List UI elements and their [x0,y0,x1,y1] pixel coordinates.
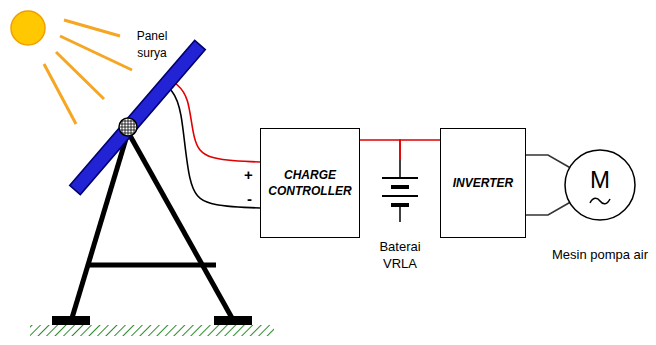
wire [175,83,260,162]
wire [526,155,570,168]
pivot-ball-outline [119,118,137,136]
battery-plate [391,185,409,189]
wire-connector [400,140,440,160]
stand-foot [214,316,252,325]
pump-motor: M Mesin pompa air [545,148,655,270]
solar-panel: Panel surya [60,24,210,199]
stand-foot [52,316,90,325]
battery-plate [399,160,401,178]
pivot-mesh [131,119,132,134]
stand-leg [128,132,232,318]
sun-disc [11,11,45,45]
charge-controller-box: CHARGE CONTROLLER [260,128,360,238]
panel-outline [60,24,210,199]
ground-hatch [30,325,274,336]
stand-crossbar [88,263,216,268]
sun-ray [64,20,120,36]
inverter-box: INVERTER [440,128,526,238]
pivot-mesh [122,133,134,134]
wire [526,203,570,216]
sun-ray [44,64,76,124]
battery-plate [399,207,401,222]
wire-connector [170,83,260,208]
ac-tilde-symbol [590,198,610,204]
panel-label: Panel surya [130,28,174,62]
pivot-mesh [120,130,135,131]
sun [11,11,132,124]
battery-label: Baterai VRLA [368,238,432,272]
pivot-mesh [134,121,135,133]
motor-label: Mesin pompa air [545,246,655,263]
battery-plate [391,203,409,207]
polarity-sign: + [244,166,253,184]
polarity-sign: - [247,190,252,208]
battery-plate [382,177,418,179]
wire [400,140,440,160]
wire [170,89,260,208]
pivot-ball [119,118,137,136]
panel-stand [52,132,252,325]
wire [360,140,400,160]
wire-connector [360,140,400,160]
sun-ray [56,52,104,99]
wire-connector [526,155,570,215]
box-label: INVERTER [449,175,517,191]
battery-plate [382,195,418,197]
battery-symbol: Baterai VRLA [368,160,432,275]
box-label: CHARGE CONTROLLER [261,167,359,199]
motor-symbol-letter: M [545,166,655,194]
panel-face [70,40,206,194]
